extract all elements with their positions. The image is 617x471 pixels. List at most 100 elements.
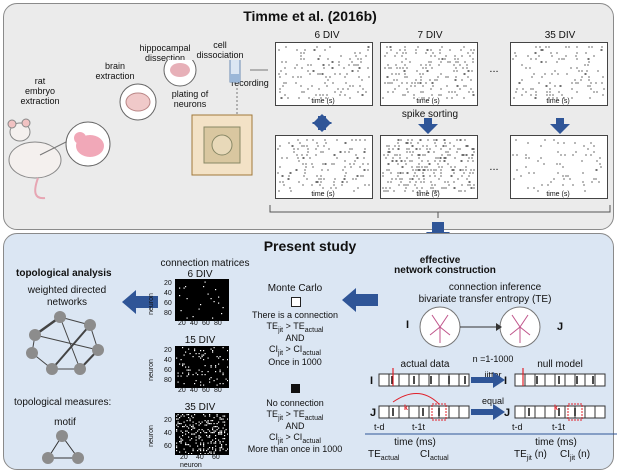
m2-xtick-1: 40 xyxy=(196,454,204,461)
row-J-null: J xyxy=(504,407,511,419)
topological-analysis-label: topological analysis xyxy=(16,268,112,279)
weighted-directed-label-1: weighted directed xyxy=(27,285,107,296)
m1-ytick-1: 40 xyxy=(164,357,172,364)
hippocampus-icon xyxy=(163,60,197,87)
electrode-raster-7 xyxy=(380,42,478,106)
electrode-raster-6 xyxy=(275,42,373,106)
m0-ytick-1: 40 xyxy=(164,290,172,297)
m0-xtick-3: 80 xyxy=(214,320,222,327)
time-ms-actual: time (ms) xyxy=(394,437,436,448)
td-null: t-d xyxy=(512,422,523,432)
brain-icon xyxy=(119,83,157,121)
motif-icon xyxy=(42,430,84,464)
brain-extraction-label: extraction xyxy=(95,71,135,81)
time-ms-null: time (ms) xyxy=(535,437,577,448)
monte-carlo-label: Monte Carlo xyxy=(267,283,323,294)
matrix-yaxis-label-1: neuron xyxy=(147,359,155,381)
connection-yes-te-line: TEjit > TEactual xyxy=(266,321,324,334)
hippocampal-label: hippocampal xyxy=(139,43,191,53)
td-actual: t-d xyxy=(374,422,385,432)
m0-xtick-1: 40 xyxy=(190,320,198,327)
ci-actual-label: CIactual xyxy=(420,449,449,463)
m1-ytick-2: 60 xyxy=(164,367,172,374)
dissociation-label: dissociation xyxy=(196,50,244,60)
matrix-35div xyxy=(175,413,229,455)
rat-label: rat xyxy=(34,76,46,86)
m0-xtick-2: 60 xyxy=(202,320,210,327)
neurons-label: neurons xyxy=(173,99,207,109)
connection-no-line1: No connection xyxy=(266,398,324,408)
neuron-raster-35 xyxy=(510,135,608,199)
te-jit-n-label: TEjit (n) xyxy=(514,449,547,463)
m0-xtick-0: 20 xyxy=(178,320,186,327)
t1t-null: t-1t xyxy=(552,422,566,432)
m1-xtick-0: 20 xyxy=(178,387,186,394)
connection-inference-label: connection inference xyxy=(448,282,542,293)
matrix-15div xyxy=(175,346,229,388)
matrix-label-2: 35 DIV xyxy=(184,402,216,413)
tube-icon xyxy=(229,60,241,83)
mea-chip-icon xyxy=(191,114,253,176)
dissection-label: dissection xyxy=(144,53,186,63)
connection-no-and: AND xyxy=(285,421,305,431)
m2-ytick-1: 40 xyxy=(164,430,172,437)
div-label-35: 35 DIV xyxy=(544,30,576,41)
k-actual: k xyxy=(404,405,408,412)
present-study-title: Present study xyxy=(263,238,357,254)
row-J-actual: J xyxy=(370,407,377,419)
connection-matrices-label: connection matrices xyxy=(160,258,250,269)
m1-ytick-3: 80 xyxy=(164,377,172,384)
connection-no-more: More than once in 1000 xyxy=(247,444,343,454)
row-I-actual: I xyxy=(370,375,374,387)
m2-ytick-2: 60 xyxy=(164,443,172,450)
effective-label-1: effective xyxy=(419,255,461,266)
arrow-to-topology xyxy=(122,290,158,314)
matrix-label-0: 6 DIV xyxy=(187,269,213,280)
k-null: k xyxy=(554,405,558,412)
neuron-raster-7 xyxy=(380,135,478,199)
m2-xtick-2: 60 xyxy=(212,454,220,461)
neuron-pair-icon xyxy=(419,306,541,348)
arrow-to-montecarlo xyxy=(342,288,378,312)
t1t-actual: t-1t xyxy=(412,422,426,432)
jitter-label: jitter xyxy=(484,370,502,380)
m0-ytick-2: 60 xyxy=(164,300,172,307)
electrode-raster-35 xyxy=(510,42,608,106)
embryo-label: embryo xyxy=(24,86,55,96)
spike-sorting-label: spike sorting xyxy=(401,109,459,120)
neuron-J-label: J xyxy=(557,321,564,333)
matrix-label-1: 15 DIV xyxy=(184,335,216,346)
m0-ytick-3: 80 xyxy=(164,310,172,317)
time-axis-label-rec-6: time (s) xyxy=(311,98,335,105)
brain-label: brain xyxy=(104,61,125,71)
rat-icon xyxy=(7,118,71,200)
present-study-panel xyxy=(3,233,614,470)
connection-no-te-line: TEjit > TEactual xyxy=(266,409,324,422)
actual-data-label: actual data xyxy=(400,359,450,370)
neuron-I-label: I xyxy=(406,319,410,331)
connection-yes-line1: There is a connection xyxy=(251,310,339,320)
equal-label: equal xyxy=(481,396,505,406)
jitter-n-label: n =1-1000 xyxy=(472,354,514,364)
m0-ytick-0: 20 xyxy=(164,280,172,287)
connection-yes-ci-line: CIjit > CIactual xyxy=(268,344,321,357)
ci-jit-n-label: CIjit (n) xyxy=(560,449,591,463)
embryo-icon xyxy=(65,121,111,167)
recording-label: recording xyxy=(231,78,269,88)
top-arrows xyxy=(269,114,611,246)
div-label-7: 7 DIV xyxy=(417,30,443,41)
connection-open-square-icon xyxy=(291,297,301,307)
weighted-directed-label-2: networks xyxy=(46,297,87,308)
connection-yes-once: Once in 1000 xyxy=(268,357,322,367)
connection-no-ci-line: CIjit > CIactual xyxy=(268,432,321,445)
ellipsis-bottom: ... xyxy=(489,161,499,173)
null-model-label: null model xyxy=(537,359,583,370)
time-axis-label-sort-6: time (s) xyxy=(311,191,335,198)
plating-label: plating of xyxy=(171,89,209,99)
neuron-raster-6 xyxy=(275,135,373,199)
time-axis-label-rec-35: time (s) xyxy=(546,98,570,105)
m1-xtick-2: 60 xyxy=(202,387,210,394)
motif-label: motif xyxy=(54,417,76,428)
effective-label-2: network construction xyxy=(394,265,496,276)
